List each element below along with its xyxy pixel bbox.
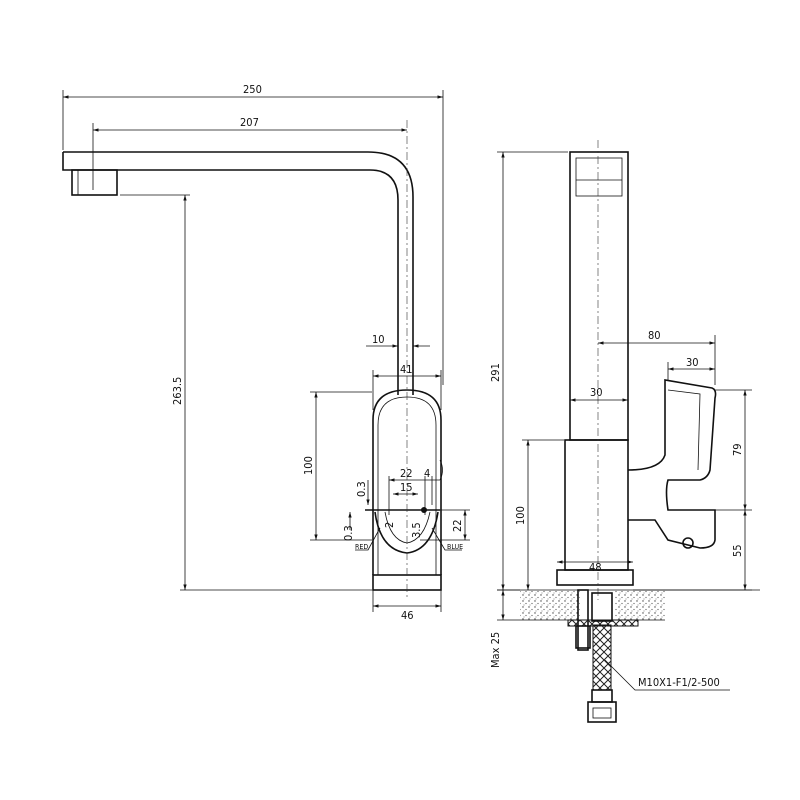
dim-4: 4 [424, 467, 430, 480]
dim-46: 46 [401, 609, 414, 622]
dim-41: 41 [400, 363, 413, 376]
dim-max-25: Max 25 [489, 632, 502, 668]
dim-100-front: 100 [302, 456, 315, 475]
hose-nut [587, 701, 617, 723]
dim-79: 79 [731, 443, 744, 456]
dim-263-5: 263.5 [171, 377, 184, 405]
dim-22-handle: 22 [400, 467, 413, 480]
dim-207: 207 [240, 116, 259, 129]
dim-100-side: 100 [514, 506, 527, 525]
dim-10: 10 [372, 333, 385, 346]
side-view: 291 80 30 30 79 55 100 48 Max 25 M10X1-F… [489, 140, 760, 723]
side-body [564, 439, 629, 571]
dim-80: 80 [648, 329, 661, 342]
label-red: RED [355, 543, 368, 551]
dim-55: 55 [731, 544, 744, 557]
braided-hose [592, 624, 612, 691]
dim-30-handle: 30 [686, 356, 699, 369]
front-view: 250 207 263.5 10 41 100 22 4 15 0.3 0.3 … [62, 83, 470, 622]
dim-3-5: 3.5 [410, 522, 423, 538]
dim-250: 250 [243, 83, 262, 96]
dim-30-column: 30 [590, 386, 603, 399]
dim-22-vertical: 22 [451, 519, 464, 532]
body-outline [372, 389, 442, 575]
dim-2: 2 [383, 522, 396, 528]
hose-spec: M10X1-F1/2-500 [638, 676, 720, 689]
label-blue: BLUE [447, 543, 463, 551]
countertop [520, 590, 580, 620]
dim-0-3-top: 0.3 [355, 481, 368, 497]
spout-outline [62, 151, 414, 395]
dim-15: 15 [400, 481, 413, 494]
dim-291: 291 [489, 363, 502, 382]
dim-48: 48 [589, 561, 602, 574]
aerator [71, 169, 118, 196]
dim-0-3-bottom: 0.3 [342, 525, 355, 541]
side-base [556, 569, 634, 586]
lever-handle [627, 379, 717, 549]
